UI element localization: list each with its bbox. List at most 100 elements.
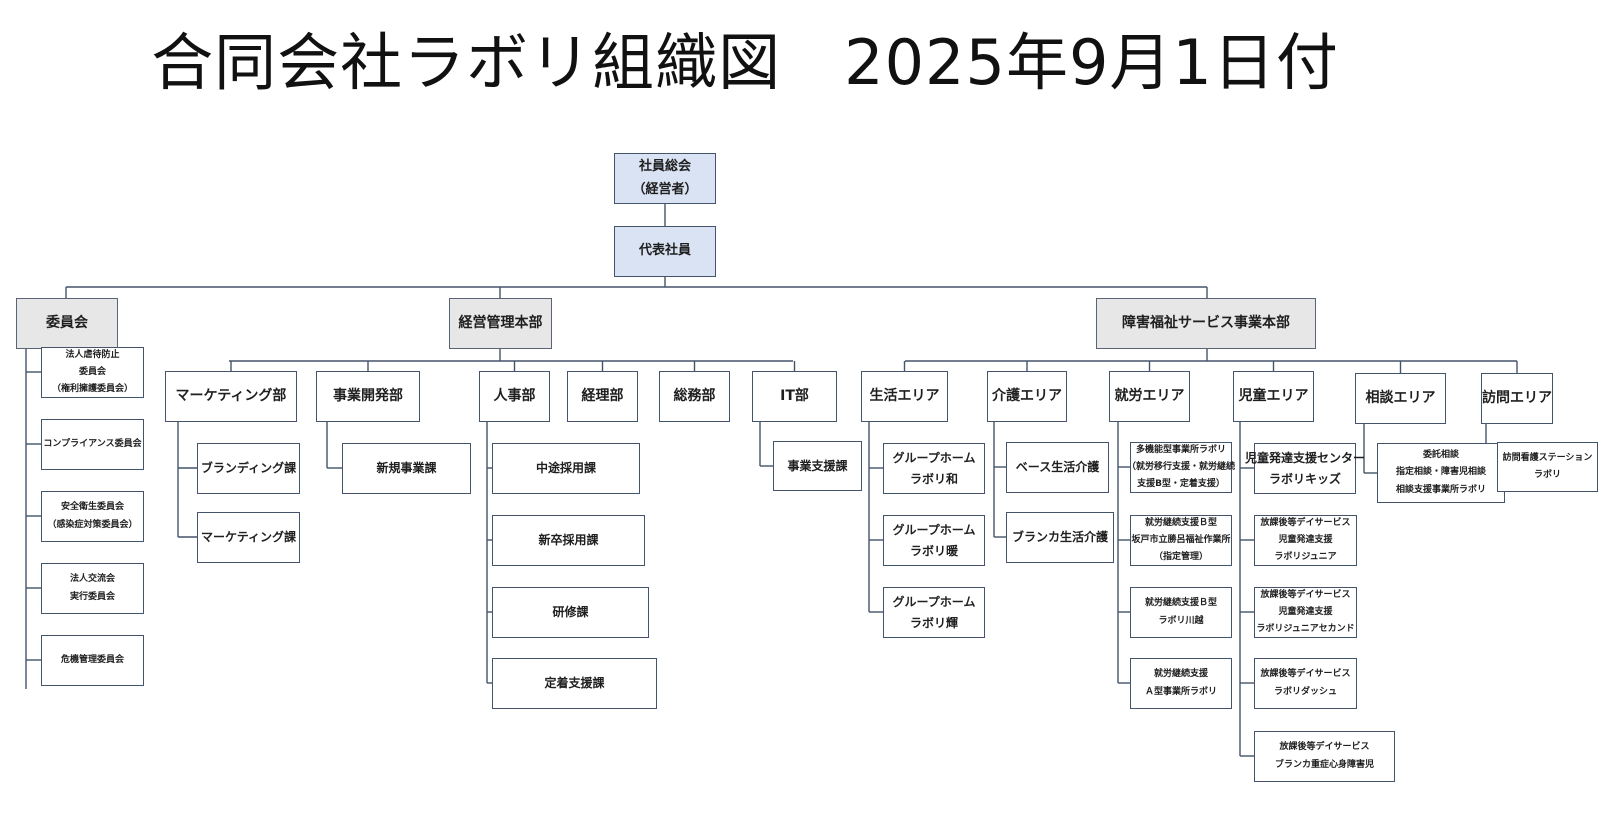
section-box: 就労継続支援 Ａ型事業所ラボリ (1130, 658, 1232, 709)
section-box-line: 定着支援課 (544, 676, 605, 690)
section-box-line: Ａ型事業所ラボリ (1144, 686, 1217, 697)
section-box: 中途採用課 (492, 443, 640, 494)
section-box: グループホームラボリ輝 (883, 587, 985, 638)
section-box-line: 児童発達支援 (1278, 534, 1333, 545)
section-box-line: 委託相談 (1422, 450, 1459, 461)
section-box-line: 児童発達支援 (1278, 606, 1333, 617)
section-box: 放課後等デイサービスブランカ重症心身障害児 (1254, 731, 1395, 782)
section-box-line: 放課後等デイサービス (1260, 589, 1351, 600)
section-box-line: 研修課 (552, 605, 589, 619)
section-box-line: 相談支援事業所ラボリ (1395, 484, 1486, 495)
section-box: 定着支援課 (492, 658, 657, 709)
general-assembly-box: 社員総会 （経営者） (614, 153, 716, 204)
section-box-line: （指定管理） (1153, 552, 1208, 563)
section-box-line: ラボリジュニア (1274, 552, 1337, 563)
section-box-line: ラボリ川越 (1158, 615, 1204, 626)
section-box-line: ベース生活介護 (1015, 460, 1100, 474)
dept-accounting-box-line: 経理部 (581, 388, 624, 405)
section-box-line: 指定相談・障害児相談 (1395, 467, 1486, 478)
area-work-box-line: 就労エリア (1114, 388, 1185, 405)
area-consult-box: 相談エリア (1355, 373, 1446, 424)
dept-general-box: 総務部 (659, 371, 730, 422)
area-child-box-line: 児童エリア (1238, 388, 1309, 405)
section-box-line: マーケティング課 (200, 530, 297, 544)
area-life-box: 生活エリア (861, 371, 948, 422)
section-box: グループホームラボリ暖 (883, 515, 985, 566)
committee-item-box-line: （感染症対策委員会） (47, 519, 138, 530)
section-box-line: グループホーム (892, 594, 976, 609)
dept-it-box-line: IT部 (780, 388, 809, 405)
section-box-line: 多機能型事業所ラボリ (1135, 444, 1226, 455)
section-box: 放課後等デイサービスラボリダッシュ (1254, 658, 1357, 709)
general-assembly-box-line: 社員総会 (638, 158, 691, 174)
management-hq-box-line: 経営管理本部 (458, 315, 543, 332)
management-hq-box: 経営管理本部 (449, 298, 552, 349)
section-box-line: 就労継続支援Ｂ型 (1144, 517, 1217, 528)
area-care-box-line: 介護エリア (992, 388, 1062, 405)
section-box-line: 就労継続支援 (1153, 669, 1208, 680)
committee-item-box-line: 法人交流会 (69, 574, 115, 585)
dept-bizdev-box: 事業開発部 (316, 371, 420, 422)
general-assembly-box-line: （経営者） (632, 181, 698, 197)
area-consult-box-line: 相談エリア (1365, 390, 1436, 407)
section-box-line: ブランカ生活介護 (1011, 530, 1108, 544)
section-box-line: 放課後等デイサービス (1260, 517, 1351, 528)
section-box-line: ブランディング課 (200, 461, 297, 475)
section-box: 児童発達支援センターラボリキッズ (1245, 443, 1365, 494)
area-work-box: 就労エリア (1109, 371, 1190, 422)
page-title: 合同会社ラボリ組織図 2025年9月1日付 (151, 26, 1339, 99)
representative-box-line: 代表社員 (638, 243, 691, 259)
section-box: マーケティング課 (197, 512, 300, 563)
section-box: ベース生活介護 (1006, 442, 1109, 493)
section-box-line: 新卒採用課 (538, 533, 599, 547)
dept-general-box-line: 総務部 (673, 388, 716, 405)
section-box-line: ラボリキッズ (1268, 471, 1341, 486)
representative-box: 代表社員 (614, 226, 716, 277)
section-box: 委託相談指定相談・障害児相談相談支援事業所ラボリ (1377, 443, 1505, 503)
welfare-hq-box: 障害福祉サービス事業本部 (1096, 298, 1316, 349)
area-life-box-line: 生活エリア (869, 388, 940, 405)
dept-marketing-box-line: マーケティング部 (175, 388, 287, 405)
committee-item-box-line: 安全衛生委員会 (60, 502, 124, 513)
section-box-line: 放課後等デイサービス (1279, 742, 1370, 753)
section-box-line: 放課後等デイサービス (1260, 669, 1351, 680)
section-box-line: ラボリ (1533, 470, 1561, 480)
dept-accounting-box: 経理部 (567, 371, 638, 422)
committee-item-box-line: コンプライアンス委員会 (43, 438, 142, 449)
committee-box: 委員会 (16, 298, 118, 349)
area-visit-box-line: 訪問エリア (1482, 390, 1552, 407)
section-box-line: ラボリダッシュ (1273, 686, 1337, 697)
committee-item-box: 安全衛生委員会 （感染症対策委員会） (41, 491, 144, 542)
dept-marketing-box: マーケティング部 (165, 371, 297, 422)
committee-item-box: コンプライアンス委員会 (41, 419, 144, 470)
section-box: 新規事業課 (342, 443, 471, 494)
dept-hr-box: 人事部 (479, 371, 550, 422)
area-visit-box: 訪問エリア (1481, 373, 1553, 424)
section-box-line: 新規事業課 (376, 461, 437, 475)
section-box-line: ラボリ暖 (909, 543, 958, 558)
section-box: 研修課 (492, 587, 649, 638)
section-box: ブランディング課 (197, 443, 300, 494)
dept-it-box: IT部 (752, 371, 837, 422)
section-box: 就労継続支援Ｂ型坂戸市立勝呂福祉作業所 （指定管理） (1130, 515, 1232, 566)
section-box: 新卒採用課 (492, 515, 645, 566)
committee-item-box: 危機管理委員会 (41, 635, 144, 686)
section-box-line: 訪問看護ステーション (1502, 452, 1593, 463)
area-child-box: 児童エリア (1233, 371, 1314, 422)
committee-item-box-line: 法人虐待防止 (65, 349, 120, 360)
section-box-line: グループホーム (892, 450, 976, 465)
section-box-line: 坂戸市立勝呂福祉作業所 (1131, 534, 1231, 545)
section-box-line: 支援B型・定着支援） (1137, 479, 1225, 490)
section-box: 多機能型事業所ラボリ （就労移行支援・就労継続支援B型・定着支援） (1127, 442, 1236, 493)
section-box: グループホームラボリ和 (883, 443, 985, 494)
committee-item-box-line: （権利擁護委員会） (51, 384, 133, 395)
committee-box-line: 委員会 (46, 315, 88, 332)
committee-item-box-line: 実行委員会 (69, 591, 115, 602)
section-box-line: 中途採用課 (535, 461, 596, 475)
section-box: 放課後等デイサービス児童発達支援ラボリジュニアセカンド (1254, 587, 1357, 638)
committee-item-box: 法人交流会実行委員会 (41, 563, 144, 614)
section-box-line: （就労移行支援・就労継続 (1127, 461, 1236, 472)
section-box: 就労継続支援Ｂ型ラボリ川越 (1130, 587, 1232, 638)
section-box: 放課後等デイサービス児童発達支援ラボリジュニア (1254, 515, 1357, 566)
